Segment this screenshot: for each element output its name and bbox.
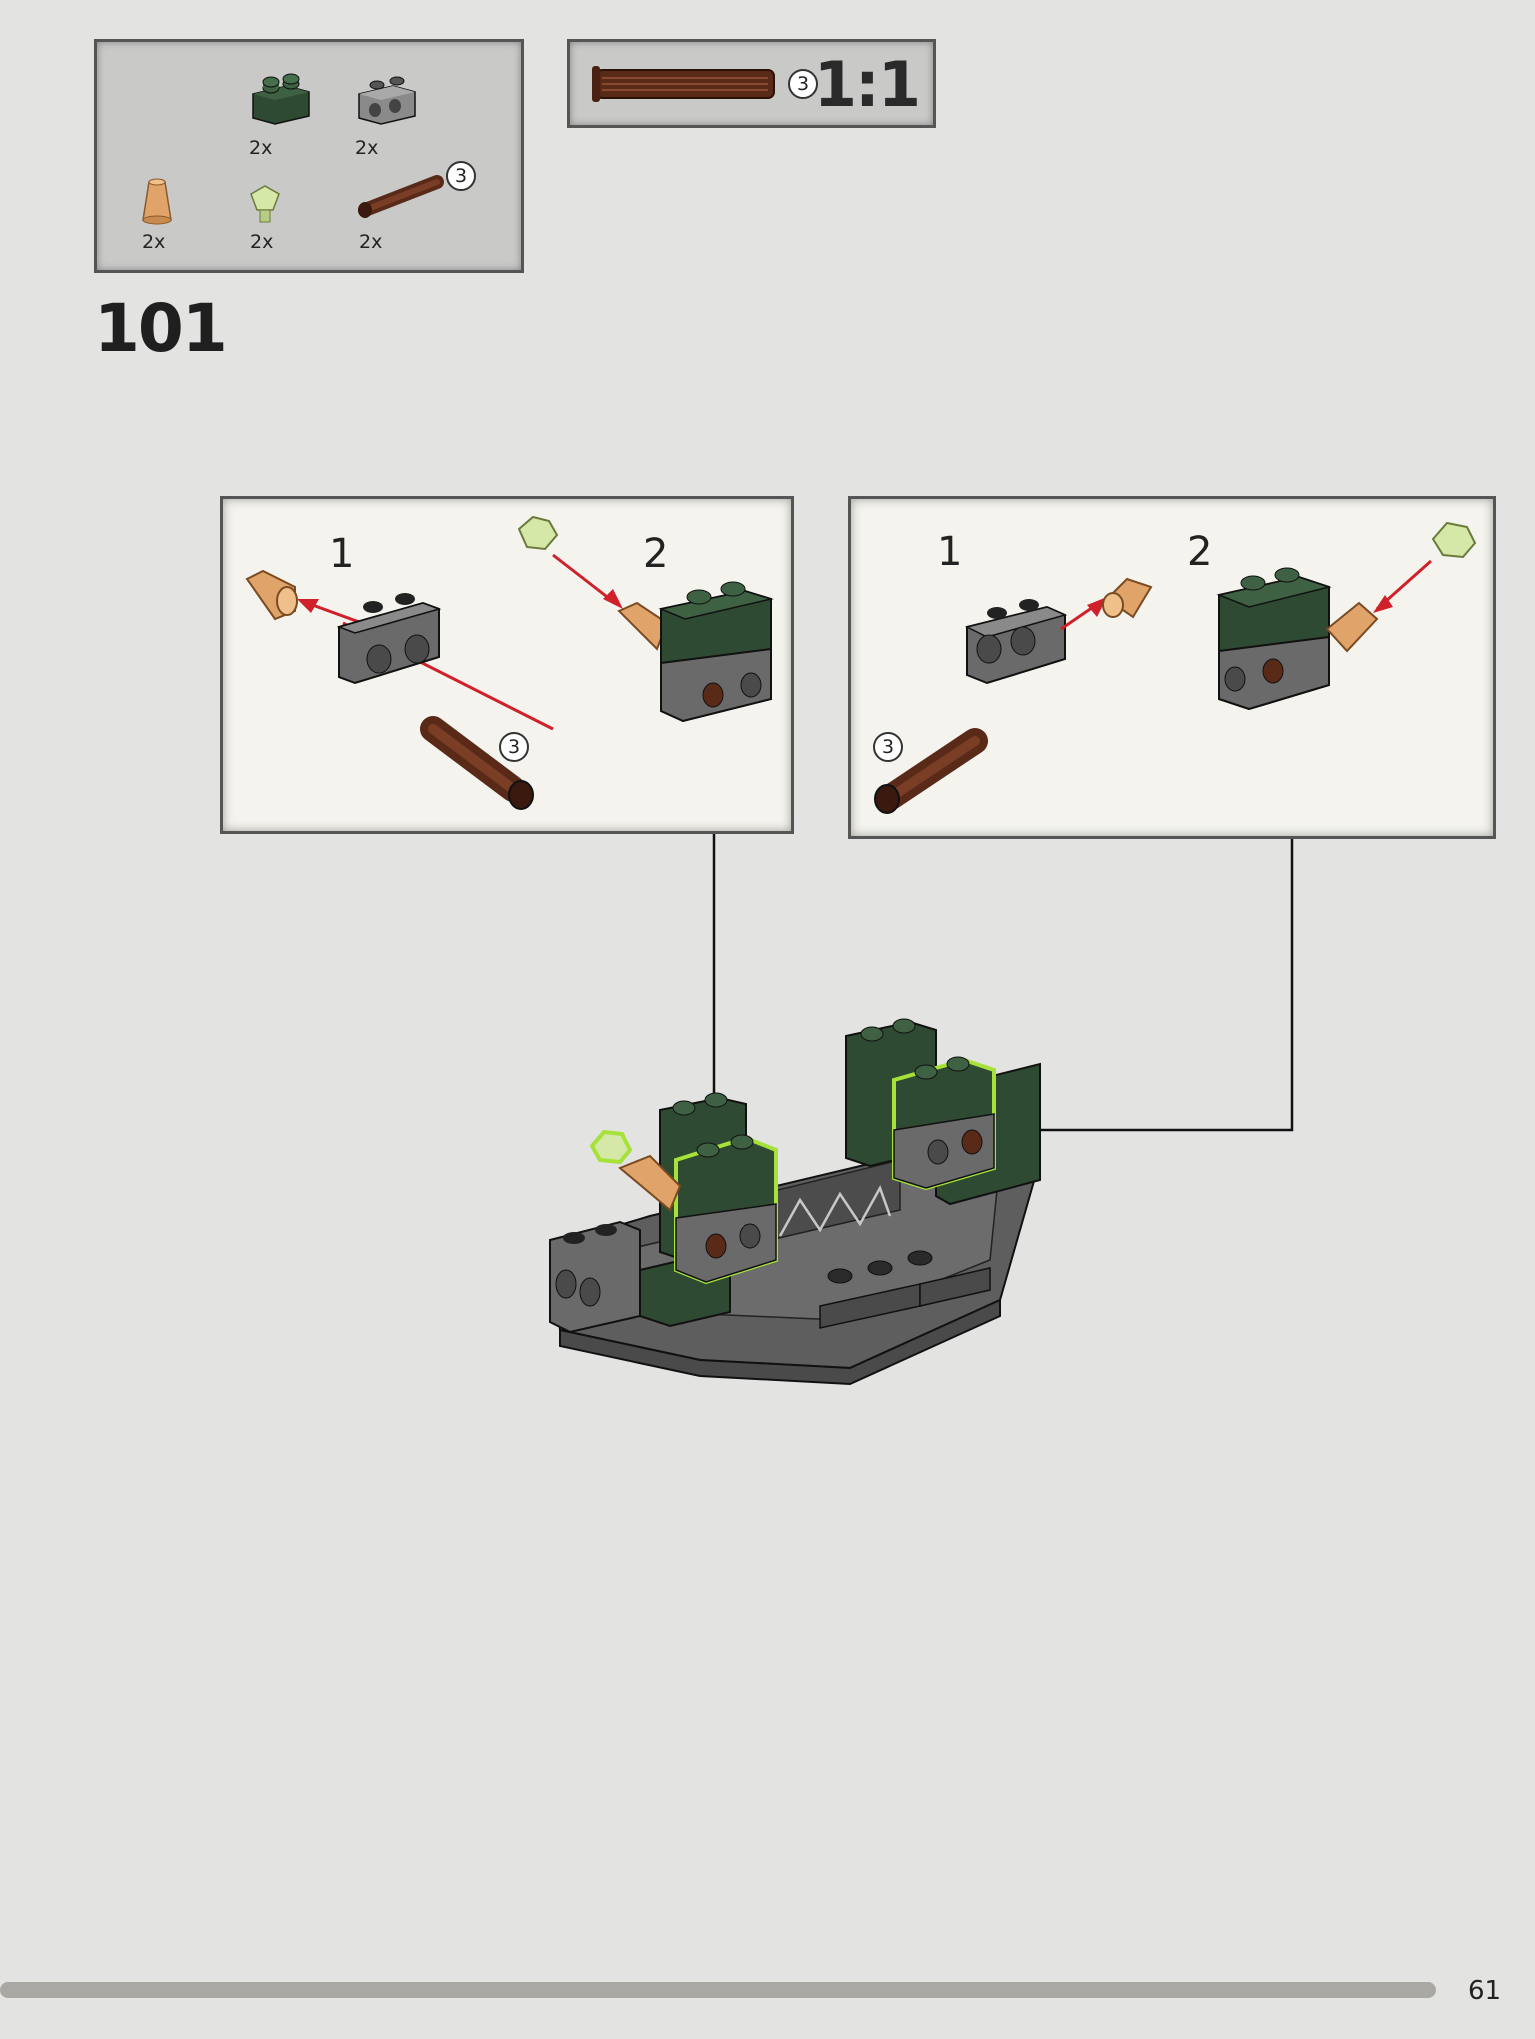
sub-step-2: 2	[643, 531, 669, 577]
parts-qty: 2x	[359, 231, 383, 253]
sub-assembly-right-callout: 1 2 3	[848, 496, 1496, 839]
pin-length-badge: 3	[788, 69, 818, 99]
axle-pin-scale-icon	[592, 66, 775, 102]
parts-list: 2x 2x 2x 2x 3 2x	[94, 39, 524, 273]
brown-axle-pin-icon	[358, 175, 444, 218]
page-number: 61	[1468, 1976, 1502, 2006]
sub-assembly-left-callout: 1 2 3	[220, 496, 794, 834]
sub-assembly-right-drawing	[874, 521, 1477, 814]
parts-qty: 2x	[249, 137, 273, 159]
trans-green-jewel-icon	[250, 185, 280, 223]
sub-step-2: 2	[1187, 529, 1213, 575]
parts-qty: 2x	[355, 137, 379, 159]
parts-qty: 2x	[250, 231, 274, 253]
pin-length-badge: 3	[446, 161, 476, 191]
scale-ratio: 1:1	[813, 48, 921, 121]
pin-length-badge: 3	[873, 732, 903, 762]
gray-technic-brick-icon	[358, 76, 416, 125]
sub-step-1: 1	[329, 531, 355, 577]
page-progress-bar	[0, 1982, 1436, 1998]
pin-length-badge: 3	[499, 732, 529, 762]
sub-step-1: 1	[937, 529, 963, 575]
scale-reference: 3 1:1	[567, 39, 936, 128]
step-number: 101	[94, 290, 228, 367]
green-brick-1x2-icon	[252, 73, 310, 125]
sub-assembly-left-drawing	[245, 515, 774, 810]
parts-qty: 2x	[142, 231, 166, 253]
tan-cone-icon	[142, 178, 172, 225]
